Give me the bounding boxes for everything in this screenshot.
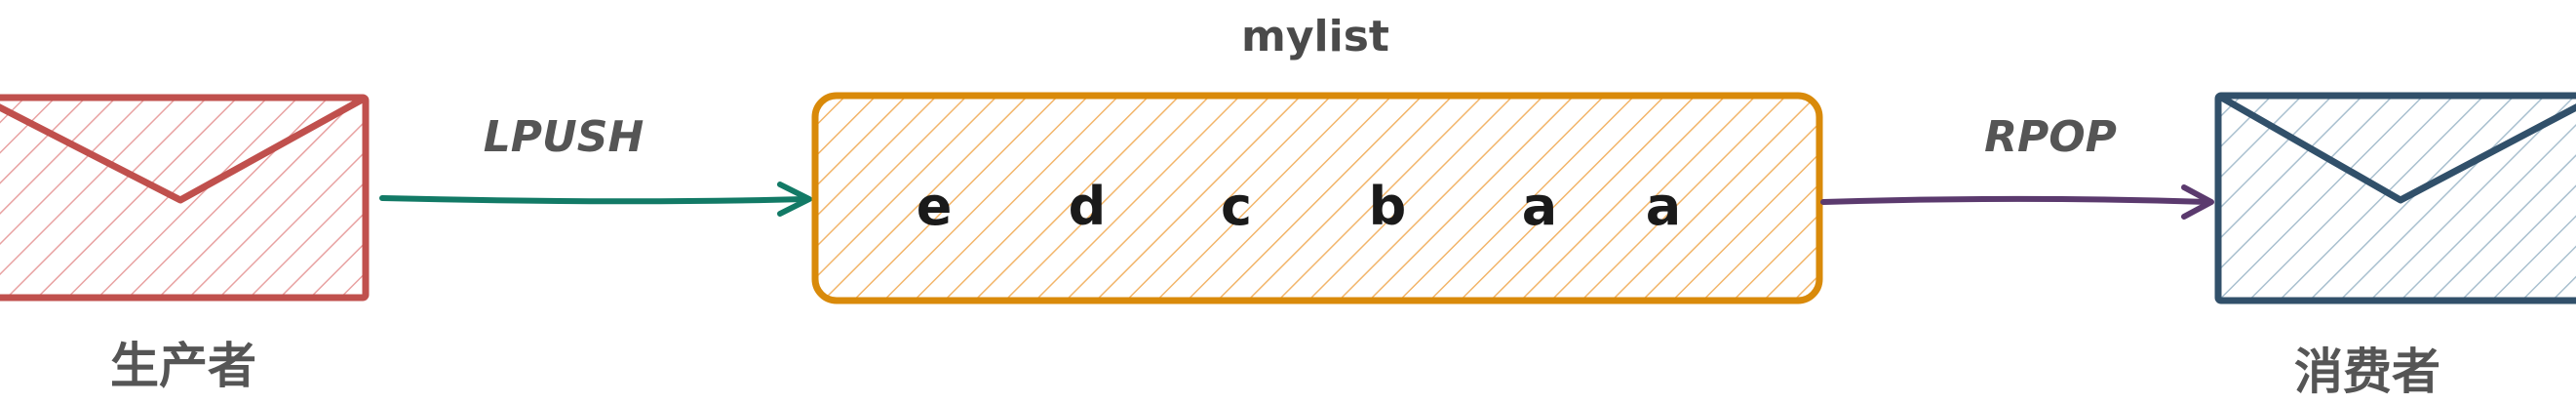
list-item: c	[1221, 176, 1252, 237]
producer-label: 生产者	[110, 338, 256, 394]
list-item: d	[1069, 176, 1107, 237]
list-item: a	[1646, 176, 1681, 237]
list-container	[811, 92, 1823, 304]
list-items: e d c b a a	[917, 176, 1682, 237]
list-item: b	[1369, 176, 1407, 237]
pop-label: RPOP	[1984, 112, 2117, 162]
consumer-label: 消费者	[2294, 343, 2440, 400]
producer-envelope-icon	[0, 94, 370, 302]
rpop-arrow	[1820, 184, 2214, 220]
push-label: LPUSH	[484, 112, 644, 162]
list-item: a	[1522, 176, 1557, 237]
consumer-envelope-icon	[2214, 92, 2576, 304]
list-item: e	[917, 176, 953, 237]
list-title: mylist	[1241, 12, 1389, 61]
lpush-arrow	[379, 182, 812, 217]
